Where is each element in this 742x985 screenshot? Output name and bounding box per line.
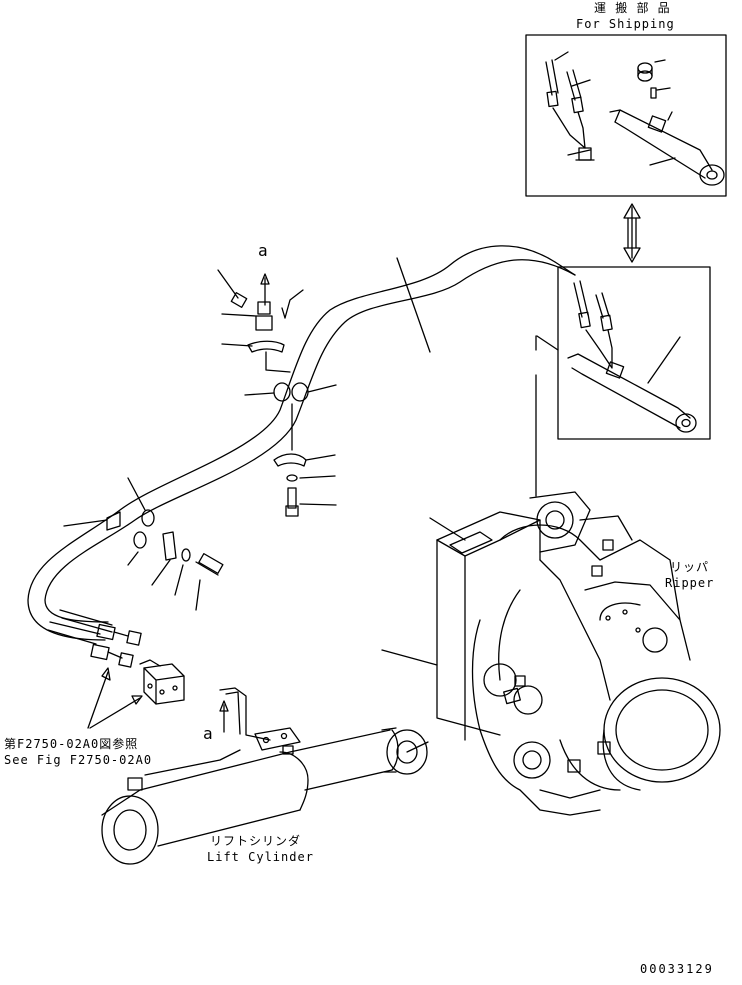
reference-label-en: See Fig F2750-02A0 <box>4 753 153 767</box>
reference-label-jp: 第F2750-02A0図参照 <box>4 737 139 751</box>
lower-clamp-group <box>63 477 224 611</box>
lift-cylinder-drawing <box>101 687 429 865</box>
lift-cylinder-label-jp: リフトシリンダ <box>210 834 302 848</box>
callout-a-top: a <box>258 241 268 260</box>
shipping-label-jp: 運 搬 部 品 <box>594 1 671 15</box>
fittings <box>47 609 185 729</box>
hose-lines <box>27 245 576 641</box>
double-headed-arrow-icon <box>623 203 641 263</box>
ripper-assembly <box>381 335 721 816</box>
ripper-label-en: Ripper <box>665 576 715 590</box>
callout-a-bottom: a <box>203 724 213 743</box>
upper-clamp-group <box>217 269 337 517</box>
shipping-parts-box <box>525 34 727 197</box>
ripper-label-jp: リッパ <box>670 560 710 574</box>
drawing-code: 00033129 <box>640 962 714 976</box>
installed-parts-box <box>536 266 711 440</box>
shipping-label-en: For Shipping <box>576 17 675 31</box>
lift-cylinder-label-en: Lift Cylinder <box>207 850 314 864</box>
